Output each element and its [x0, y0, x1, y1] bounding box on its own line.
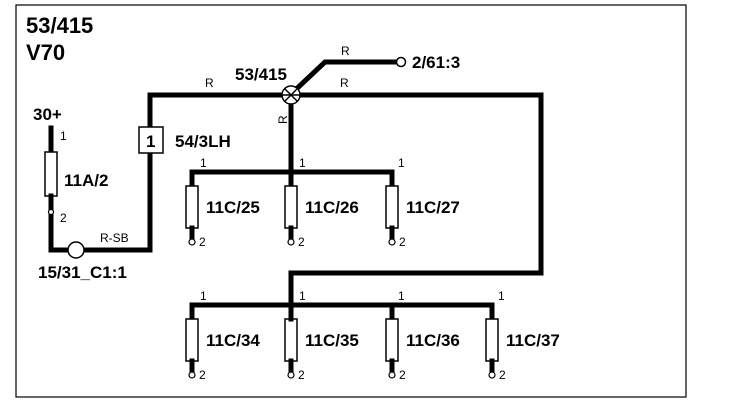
fuse-label: 11A/2	[64, 171, 108, 190]
svg-text:2: 2	[199, 368, 206, 382]
wire-color-up: R	[341, 44, 350, 58]
connector-group: 1 54/3LH	[138, 126, 231, 154]
fuse-pin-bottom: 2	[60, 211, 67, 225]
connector-label: 54/3LH	[175, 132, 231, 151]
supply-label: 30+	[33, 105, 62, 124]
svg-text:2: 2	[399, 368, 406, 382]
heater-label: 11C/34	[206, 331, 260, 350]
svg-text:1: 1	[398, 289, 405, 303]
diagram-frame	[15, 4, 687, 398]
svg-text:1: 1	[498, 289, 505, 303]
connector-pin: 1	[146, 132, 155, 151]
heater-11c-37: 1 2 11C/37	[485, 289, 560, 382]
splice-group: 53/415 R R R R	[205, 44, 350, 124]
svg-text:1: 1	[200, 156, 207, 170]
heater-label: 11C/35	[305, 331, 359, 350]
heater-label: 11C/36	[406, 331, 460, 350]
ground-label: 15/31_C1:1	[38, 263, 127, 282]
svg-text:1: 1	[299, 289, 306, 303]
wire-color-left: R	[205, 76, 214, 90]
fuse-pin-top: 1	[60, 129, 67, 143]
diagram-code: 53/415	[26, 13, 93, 38]
svg-text:2: 2	[399, 235, 406, 249]
svg-text:2: 2	[298, 235, 305, 249]
ground-terminal	[67, 241, 85, 259]
ground-wire-color: R-SB	[100, 231, 129, 245]
heater-11c-35: 1 2 11C/35	[284, 289, 359, 382]
heater-11c-26: 1 2 11C/26	[284, 156, 359, 249]
branch-terminal	[395, 56, 407, 68]
svg-text:2: 2	[199, 235, 206, 249]
connector-pin-box	[138, 126, 164, 154]
svg-text:2: 2	[298, 368, 305, 382]
heater-row-1: 1 2 11C/25 1 2 11C/26 1 2 11C/27	[185, 156, 460, 249]
supply-fuse-group: 30+ 1 2 11A/2	[33, 105, 108, 225]
branch-terminal-label: 2/61:3	[412, 53, 460, 72]
splice-label: 53/415	[235, 65, 287, 84]
svg-text:1: 1	[299, 156, 306, 170]
heater-label: 11C/25	[206, 198, 260, 217]
heater-11c-34: 1 2 11C/34	[185, 289, 260, 382]
heater-label: 11C/37	[506, 331, 560, 350]
svg-text:2: 2	[499, 368, 506, 382]
heater-label: 11C/26	[305, 198, 359, 217]
ground-point-group: R-SB 15/31_C1:1	[38, 231, 129, 282]
heater-11c-25: 1 2 11C/25	[185, 156, 260, 249]
main-wiring	[48, 59, 544, 308]
branch-terminal-group: 2/61:3	[395, 53, 460, 72]
wire-color-down: R	[276, 115, 290, 124]
heater-11c-27: 1 2 11C/27	[385, 156, 460, 249]
svg-text:1: 1	[200, 289, 207, 303]
wire-color-right: R	[340, 76, 349, 90]
svg-text:1: 1	[398, 156, 405, 170]
fuse-11a2	[44, 151, 58, 197]
heater-11c-36: 1 2 11C/36	[385, 289, 460, 382]
vehicle-model: V70	[26, 40, 65, 65]
heater-row-2: 1 2 11C/34 1 2 11C/35 1 2 11C/36	[185, 289, 560, 382]
heater-label: 11C/27	[406, 198, 460, 217]
